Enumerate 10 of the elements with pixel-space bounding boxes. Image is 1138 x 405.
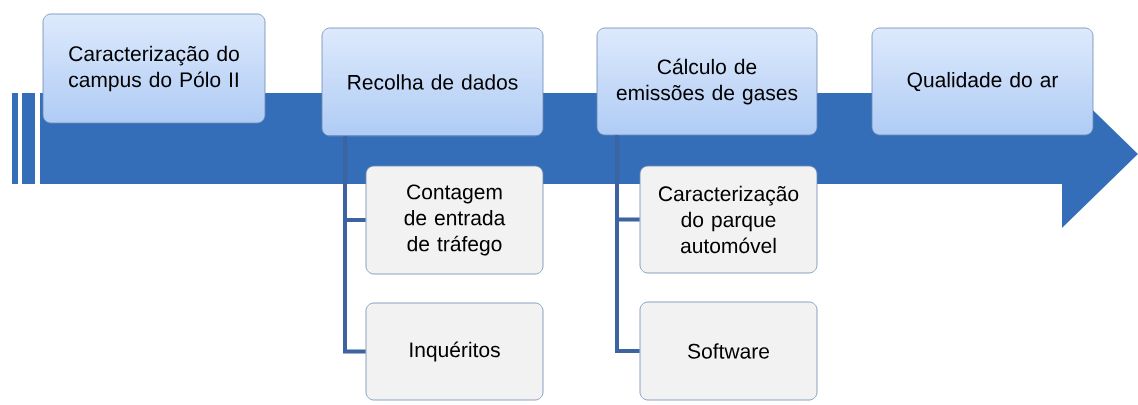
task-box: Caracterização do parque automóvel [639, 165, 818, 274]
connector-line [343, 136, 366, 354]
stage-box: Caracterização do campus do Pólo II [42, 13, 266, 124]
task-box: Inquéritos [365, 302, 544, 401]
stage-box: Cálculo de emissões de gases [596, 27, 818, 136]
stage-box: Qualidade do ar [871, 27, 1094, 136]
connector-line [615, 135, 640, 353]
task-box: Contagem de entrada de tráfego [365, 165, 544, 275]
task-box: Software [639, 301, 818, 401]
stage-box: Recolha de dados [321, 27, 544, 137]
